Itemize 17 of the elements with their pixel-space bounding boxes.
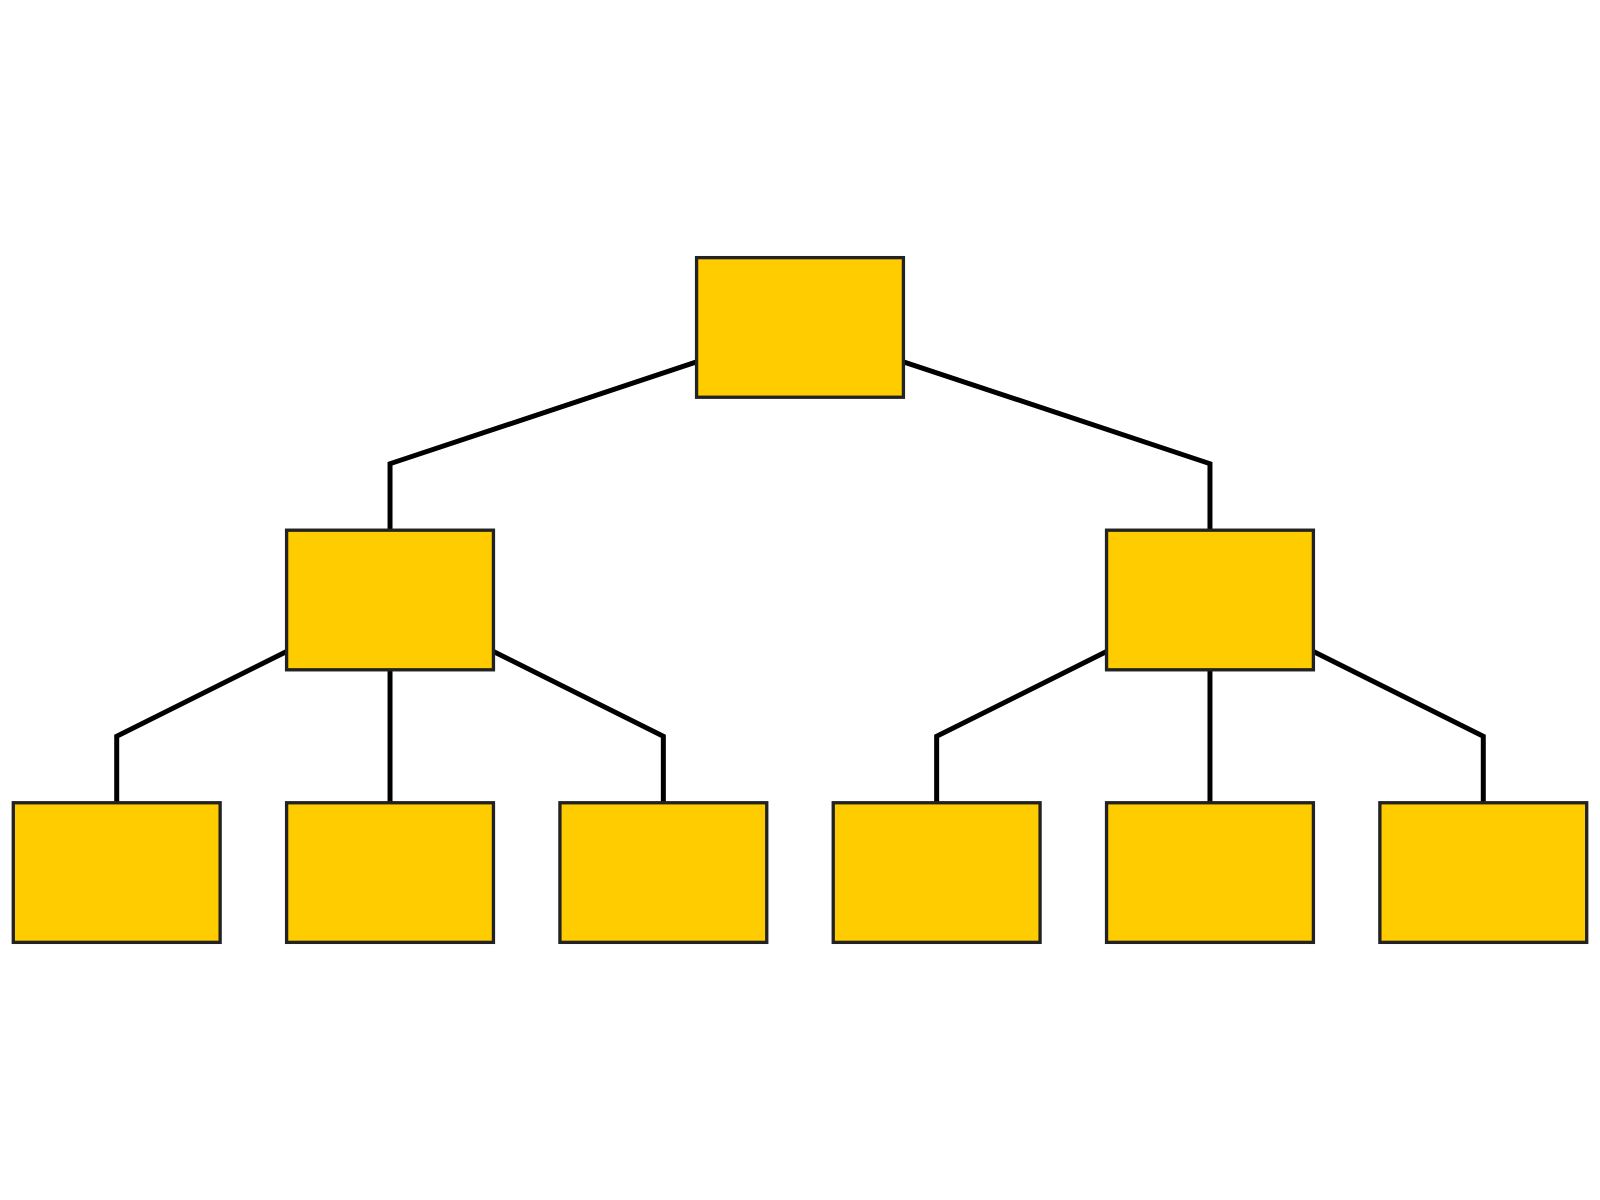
connector xyxy=(1207,669,1213,803)
node-box xyxy=(831,801,1042,944)
connector xyxy=(387,359,698,531)
node-box xyxy=(1378,801,1589,944)
node-box xyxy=(1104,528,1316,672)
connector xyxy=(934,649,1108,803)
connector xyxy=(1312,649,1486,803)
connector xyxy=(902,359,1213,531)
connector xyxy=(114,649,288,803)
node-box xyxy=(558,801,769,944)
node-box xyxy=(694,256,906,399)
node-box xyxy=(284,801,496,944)
node-box xyxy=(1104,801,1316,944)
connector xyxy=(492,649,666,803)
node-box xyxy=(284,528,496,672)
connector xyxy=(387,669,393,803)
node-box xyxy=(11,801,222,944)
